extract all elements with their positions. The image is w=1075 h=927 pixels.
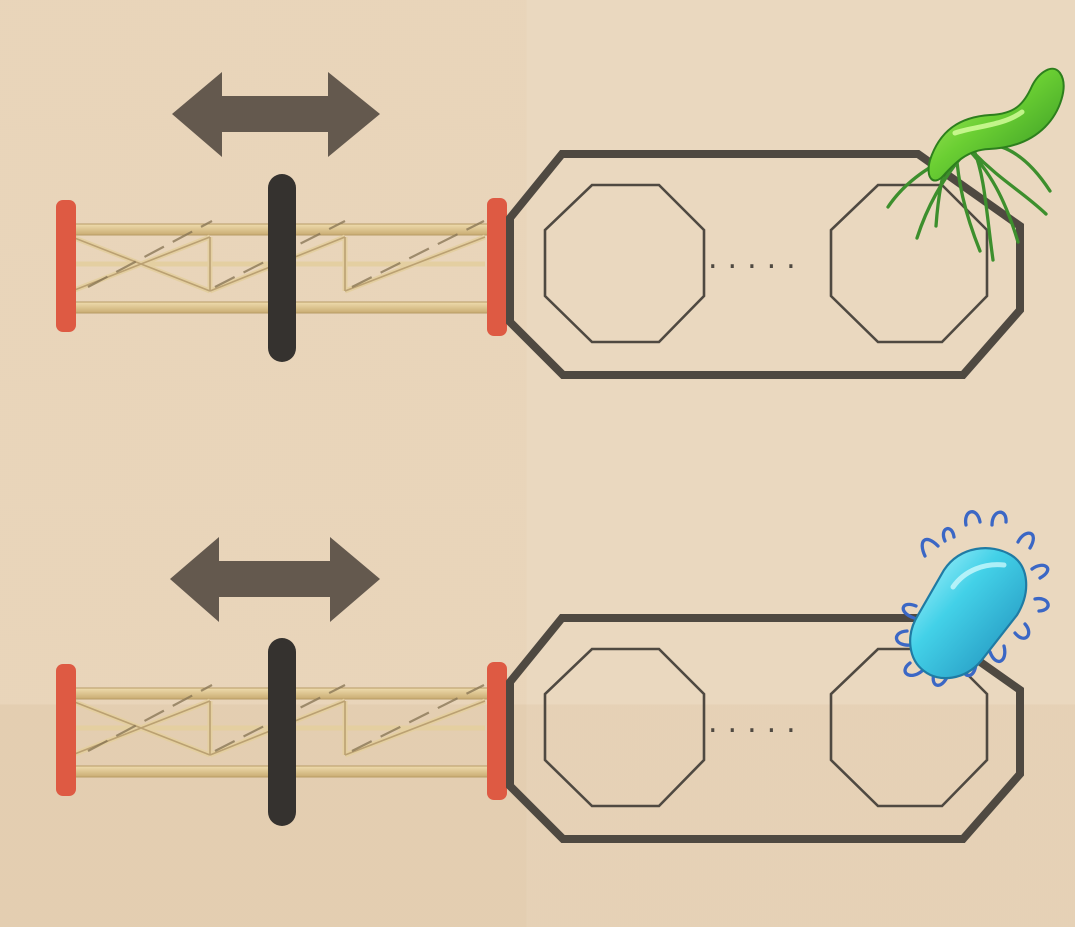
bottom-panel: ..... <box>56 510 1050 843</box>
octagon-right <box>829 183 989 344</box>
top-panel: ..... <box>56 67 1065 379</box>
rod-bacterium-icon <box>894 510 1050 687</box>
left-end-cap <box>56 200 76 332</box>
dots: ..... <box>708 705 806 740</box>
left-end-cap <box>56 664 76 796</box>
microfluidic-chip-outline <box>506 150 1024 379</box>
sliding-ring <box>268 638 296 826</box>
double-arrow-icon <box>170 537 380 622</box>
right-end-cap <box>487 662 507 800</box>
octagon-left <box>543 183 706 344</box>
flagellated-bacterium-icon <box>886 67 1065 262</box>
right-end-cap <box>487 198 507 336</box>
dots: ..... <box>708 241 806 276</box>
double-arrow-icon <box>172 72 380 157</box>
sliding-ring <box>268 174 296 362</box>
octagon-left <box>543 647 706 808</box>
